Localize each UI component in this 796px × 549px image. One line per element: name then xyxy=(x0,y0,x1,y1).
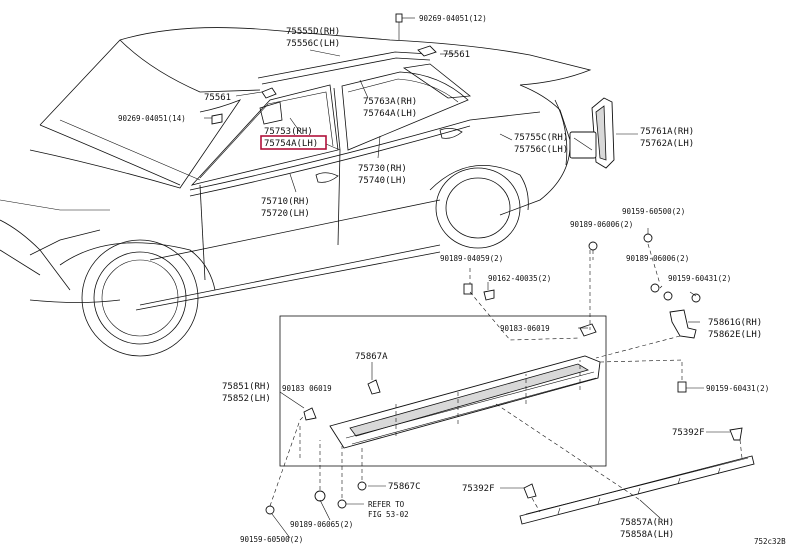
label-75754A: 75754A(LH) xyxy=(264,139,318,149)
label-90159-60431-a: 90159-60431(2) xyxy=(668,274,731,283)
label-75755C: 75755C(RH) xyxy=(514,133,568,143)
label-90159-60500-right: 90159-60500(2) xyxy=(622,207,685,216)
label-75858A: 75858A(LH) xyxy=(620,530,674,540)
label-75861G: 75861G(RH) xyxy=(708,318,762,328)
highlight-box xyxy=(260,135,327,150)
rocker-panel-moulding xyxy=(329,355,601,449)
label-75740: 75740(LH) xyxy=(358,176,407,186)
lower-side-moulding xyxy=(519,455,755,525)
label-75763A: 75763A(RH) xyxy=(363,97,417,107)
label-75556C: 75556C(LH) xyxy=(286,39,340,49)
label-refer-fig: FIG 53-02 xyxy=(368,510,409,519)
label-75862E: 75862E(LH) xyxy=(708,330,762,340)
fasteners xyxy=(211,13,743,515)
rocker-panel-box xyxy=(279,315,607,467)
label-75851: 75851(RH) xyxy=(222,382,271,392)
label-90189-06065: 90189-06065(2) xyxy=(290,520,353,529)
label-75857A: 75857A(RH) xyxy=(620,518,674,528)
label-90159-60431-b: 90159-60431(2) xyxy=(706,384,769,393)
label-90162-40035: 90162-40035(2) xyxy=(488,274,551,283)
label-refer-to: REFER TO xyxy=(368,500,405,509)
label-75852: 75852(LH) xyxy=(222,394,271,404)
label-75753: 75753(RH) xyxy=(264,127,313,137)
car-body-outline xyxy=(0,27,592,311)
label-75710: 75710(RH) xyxy=(261,197,310,207)
rear-door-garnish-clip xyxy=(569,131,597,159)
front-wheel xyxy=(59,239,216,357)
label-75392F-b: 75392F xyxy=(462,484,495,494)
rocker-bracket xyxy=(669,309,697,339)
label-90189-06006-b: 90189-06006(2) xyxy=(626,254,689,263)
label-75867A: 75867A xyxy=(355,352,388,362)
leader-lines xyxy=(204,17,743,539)
label-90183-06019-b: 90183 06019 xyxy=(282,384,332,393)
label-75867C: 75867C xyxy=(388,482,421,492)
label-75762A: 75762A(LH) xyxy=(640,139,694,149)
label-75392F-a: 75392F xyxy=(672,428,705,438)
label-90159-60500-bottom: 90159-60500(2) xyxy=(240,535,303,544)
label-90189-06006-a: 90189-06006(2) xyxy=(570,220,633,229)
rear-wheel xyxy=(429,165,529,249)
label-75761A: 75761A(RH) xyxy=(640,127,694,137)
label-75555D: 75555D(RH) xyxy=(286,27,340,37)
rear-quarter-garnish xyxy=(591,97,615,169)
label-75730: 75730(RH) xyxy=(358,164,407,174)
label-90269-04051-12: 90269-04051(12) xyxy=(419,14,487,23)
label-75720: 75720(LH) xyxy=(261,209,310,219)
label-90183-06019-a: 90183-06019 xyxy=(500,324,550,333)
part-labels: 90269-04051(12) 75555D(RH) 75556C(LH) 75… xyxy=(118,14,786,546)
figure-code: 752c32B xyxy=(754,537,786,546)
label-75764A: 75764A(LH) xyxy=(363,109,417,119)
label-90269-04051-14: 90269-04051(14) xyxy=(118,114,186,123)
label-75756C: 75756C(LH) xyxy=(514,145,568,155)
label-75561-left: 75561 xyxy=(204,93,231,103)
label-75561-top: 75561 xyxy=(443,50,470,60)
label-90189-04059: 90189-04059(2) xyxy=(440,254,503,263)
